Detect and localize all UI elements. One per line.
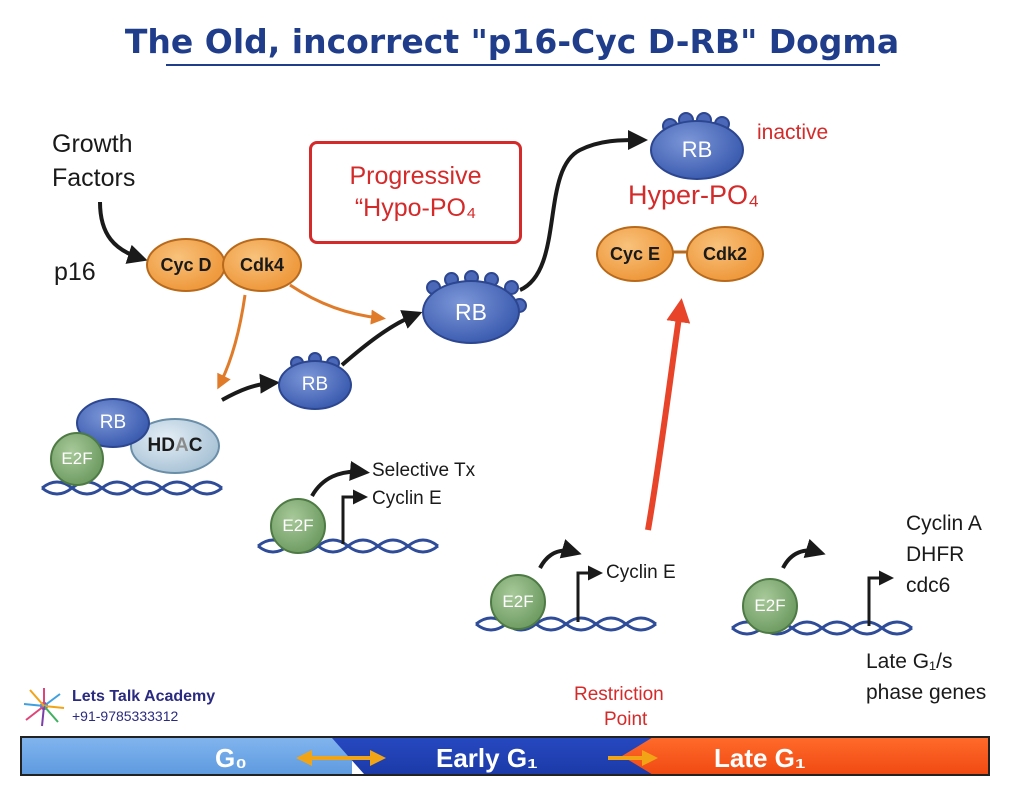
timeline-late-g1 — [622, 738, 988, 774]
cdc6-label: cdc6 — [906, 574, 951, 597]
cyclin-e-label-1: Cyclin E — [372, 488, 442, 509]
late-genes-label-2: phase genes — [866, 681, 987, 704]
dna-helix-1 — [41, 480, 223, 496]
timeline-arrows — [296, 750, 658, 766]
restriction-point-arrow — [645, 298, 691, 531]
cyc-e-protein: Cyc E — [596, 226, 674, 282]
hypo-po4-label: “Hypo-PO₄ — [354, 194, 477, 222]
progressive-label: Progressive — [349, 162, 482, 190]
rb-to-hypo-arrow — [340, 310, 423, 367]
transcription-arrow-1 — [310, 460, 370, 498]
title-underline — [166, 64, 880, 66]
academy-logo-icon — [23, 688, 65, 727]
inactive-label: inactive — [757, 121, 829, 144]
hypo-to-hyper-arrow — [519, 130, 648, 292]
cyclin-a-label: Cyclin A — [906, 512, 982, 535]
e2f-late: E2F — [742, 578, 798, 634]
progressive-hypo-box: Progressive “Hypo-PO₄ — [309, 141, 522, 244]
e2f-complex: E2F — [50, 432, 104, 486]
academy-logo — [20, 684, 68, 728]
timeline-early-g1-label: Early G₁ — [436, 743, 538, 773]
rb-hypo-phosphorylated: RB — [422, 280, 520, 344]
transcription-arrow-3 — [781, 538, 826, 569]
cell-cycle-timeline: G₀ Early G₁ Late G₁ — [20, 736, 990, 776]
rb-hyper-phosphorylated: RB — [650, 120, 744, 180]
timeline-g0-label: G₀ — [215, 743, 247, 773]
e2f-restriction: E2F — [490, 574, 546, 630]
restriction-point-label-2: Point — [604, 709, 648, 730]
complex-to-rb-arrow — [221, 373, 280, 402]
rb-early: RB — [278, 360, 352, 410]
restriction-point-label-1: Restriction — [574, 684, 664, 705]
academy-phone: +91-9785333312 — [72, 708, 179, 724]
academy-name: Lets Talk Academy — [72, 688, 216, 705]
growth-factors-label-2: Factors — [52, 164, 136, 192]
cdk4-to-rb-orange-arrow — [289, 283, 386, 325]
growth-factor-arrow — [98, 201, 148, 264]
cdk4-protein: Cdk4 — [222, 238, 302, 292]
promoter-arrow-2 — [576, 565, 603, 622]
hyper-po4-label: Hyper-PO₄ — [628, 180, 760, 210]
e2f-selective: E2F — [270, 498, 326, 554]
selective-tx-label: Selective Tx — [372, 460, 476, 481]
timeline-late-g1-label: Late G₁ — [714, 743, 806, 773]
cdk2-protein: Cdk2 — [686, 226, 764, 282]
promoter-arrow-1 — [341, 489, 368, 544]
cyc-d-protein: Cyc D — [146, 238, 226, 292]
promoter-arrow-3 — [867, 570, 894, 626]
dhfr-label: DHFR — [906, 543, 965, 566]
transcription-arrow-2 — [538, 539, 582, 570]
page-title: The Old, incorrect "p16-Cyc D-RB" Dogma — [124, 22, 900, 61]
growth-factors-label-1: Growth — [52, 130, 133, 158]
p16-label: p16 — [54, 258, 96, 286]
late-genes-label-1: Late G₁/s — [866, 650, 953, 673]
cdk4-to-rbcomplex-orange-arrow — [217, 294, 247, 390]
cyclin-e-label-2: Cyclin E — [606, 562, 676, 583]
